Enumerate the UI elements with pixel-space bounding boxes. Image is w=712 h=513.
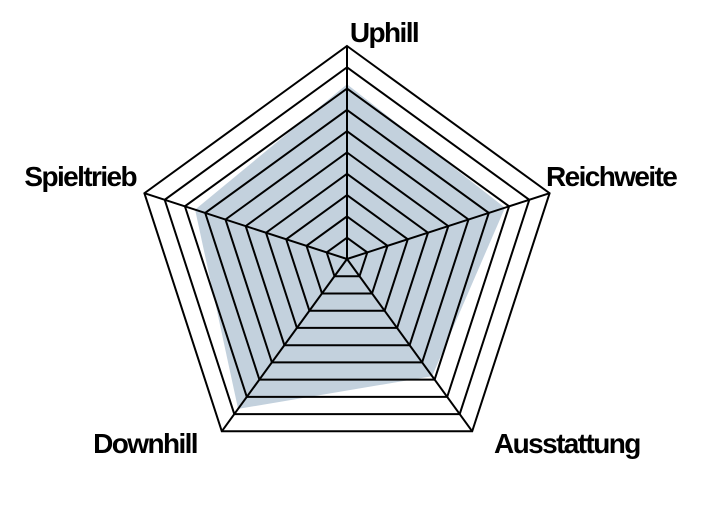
grid-ring-4: [264, 172, 430, 329]
spoke-downhill: [220, 258, 348, 432]
axis-label-ausstattung: Ausstattung: [494, 428, 640, 459]
axis-label-layer: Uphill Reichweite Ausstattung Downhill S…: [24, 17, 678, 459]
grid-ring-7: [204, 108, 490, 381]
grid-ring-10: [143, 44, 551, 433]
grid-ring-2: [305, 215, 389, 295]
grid-ring-5: [244, 151, 450, 347]
spoke-ausstattung: [346, 258, 474, 432]
axis-label-downhill: Downhill: [93, 428, 197, 459]
grid-ring-1: [325, 236, 369, 278]
grid-ring-8: [183, 87, 511, 398]
grid-ring-6: [224, 129, 470, 364]
spoke-spieltrieb: [144, 192, 348, 260]
axis-label-reichweite: Reichweite: [546, 161, 677, 192]
data-area-series-0: [195, 84, 505, 409]
axis-label-uphill: Uphill: [350, 17, 418, 48]
grid-ring-9: [163, 66, 531, 416]
data-area-layer: [195, 84, 505, 409]
spoke-reichweite: [346, 192, 550, 260]
grid-ring-3: [285, 193, 409, 312]
axis-label-spieltrieb: Spieltrieb: [24, 161, 136, 192]
grid-layer: [143, 44, 551, 433]
